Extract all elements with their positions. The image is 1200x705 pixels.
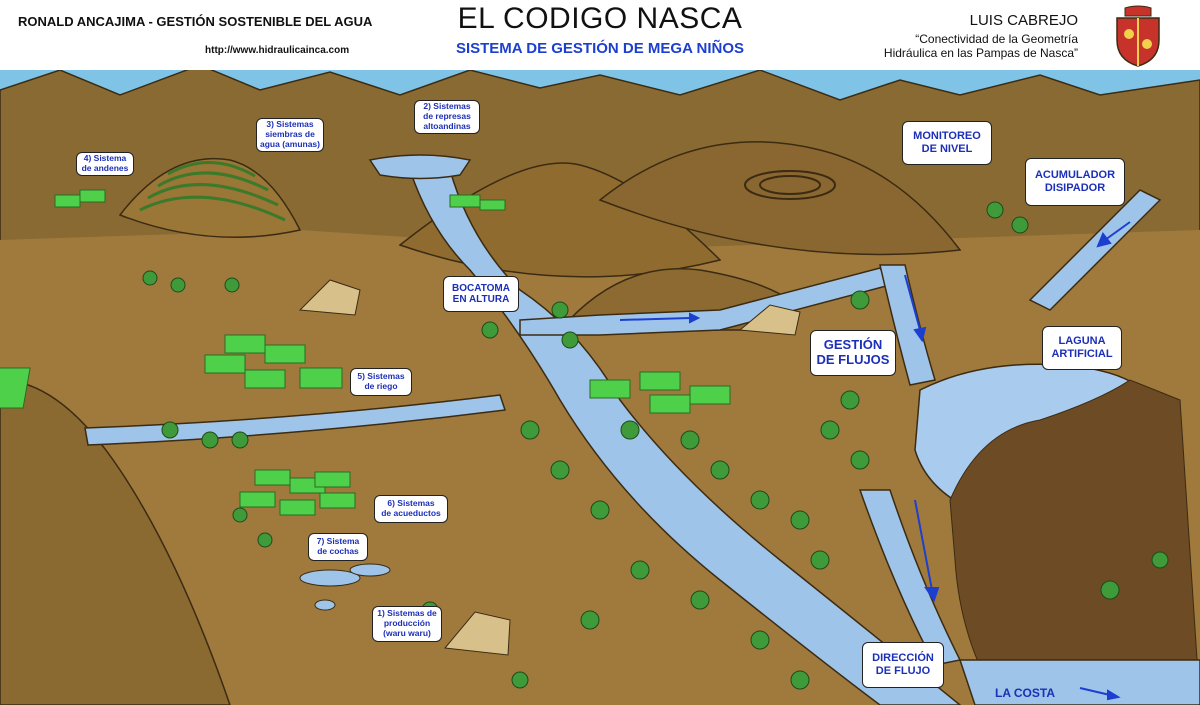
amunas-line1: 3) Sistemas [266,119,314,130]
cochas-line2: de cochas [317,546,359,556]
monitoreo-line2: DE NIVEL [921,143,973,155]
label-acueductos: 6) Sistemas de acueductos [374,495,448,523]
flow-arrows [619,221,1131,701]
acumulador-line1: ACUMULADOR [1034,169,1116,182]
produccion-line3: (waru waru) [383,627,431,638]
represas-line3: altoandinas [423,120,471,131]
represas-line1: 2) Sistemas [423,101,471,112]
riego-line2: de riego [364,381,398,391]
cochas-ponds [299,563,391,611]
riego-line1: 5) Sistemas [357,371,405,382]
coat-of-arms-icon [1116,5,1160,67]
direccion-line1: DIRECCIÓN [872,652,934,665]
acumulador-line2: DISIPADOR [1044,182,1106,194]
laguna-line1: LAGUNA [1058,335,1106,348]
acueductos-line1: 6) Sistemas [387,498,435,509]
main-title: EL CODIGO NASCA [457,2,743,35]
label-la-costa: LA COSTA [995,686,1055,700]
left-foreground-hill [0,379,231,705]
crop-fields [0,189,731,516]
cochas-line1: 7) Sistema [316,536,360,547]
bocatoma-line2: EN ALTURA [452,294,510,305]
label-riego: 5) Sistemas de riego [350,368,412,396]
andenes-line1: 4) Sistema [83,153,127,164]
amunas-line2: siembras de [265,129,315,140]
label-monitoreo: MONITOREO DE NIVEL [902,121,992,165]
subtitle: SISTEMA DE GESTIÓN DE MEGA NIÑOS [455,40,745,57]
andenes-line2: de andenes [81,163,129,173]
label-acumulador: ACUMULADOR DISIPADOR [1025,158,1125,206]
monitoreo-line1: MONITOREO [913,130,981,143]
gestion-channel [879,264,936,386]
andenes-terraces [139,161,286,222]
author-quote: “Conectividad de la Geometría Hidráulica… [838,32,1078,60]
label-amunas: 3) Sistemas siembras de agua (amunas) [256,118,324,152]
label-bocatoma: BOCATOMA EN ALTURA [443,276,519,312]
quote-line-2: Hidráulica en las Pampas de Nasca” [883,46,1078,60]
laguna-terrain [949,379,1200,705]
label-gestion: GESTIÓN DE FLUJOS [810,330,896,376]
acueductos-line2: de acueductos [381,508,441,518]
bocatoma-line1: BOCATOMA [452,282,510,294]
author-name: LUIS CABREJO [969,12,1078,29]
represa-lake [368,154,472,180]
label-produccion: 1) Sistemas de producción (waru waru) [372,606,442,642]
huts [298,279,801,656]
header-url: http://www.hidraulicainca.com [205,45,350,56]
produccion-line2: producción [383,618,431,629]
label-laguna: LAGUNA ARTIFICIAL [1042,326,1122,370]
label-direccion: DIRECCIÓN DE FLUJO [862,642,944,688]
label-represas: 2) Sistemas de represas altoandinas [414,100,480,134]
label-cochas: 7) Sistema de cochas [308,533,368,561]
spiral-geoglyph [744,170,836,200]
laguna-line2: ARTIFICIAL [1051,348,1113,360]
label-andenes: 4) Sistema de andenes [76,152,134,176]
produccion-line1: 1) Sistemas de [377,608,437,619]
header-bar: RONALD ANCAJIMA - GESTIÓN SOSTENIBLE DEL… [0,0,1200,70]
header-left-title: RONALD ANCAJIMA - GESTIÓN SOSTENIBLE DEL… [18,14,373,29]
gestion-line2: DE FLUJOS [816,352,890,367]
costa-channel [958,659,1200,705]
acumulador-channel [1028,189,1162,311]
gestion-line1: GESTIÓN [823,337,883,353]
represas-line2: de represas [423,111,471,122]
direccion-line2: DE FLUJO [875,665,931,677]
quote-line-1: “Conectividad de la Geometría [915,32,1078,46]
amunas-line3: agua (amunas) [260,138,320,149]
